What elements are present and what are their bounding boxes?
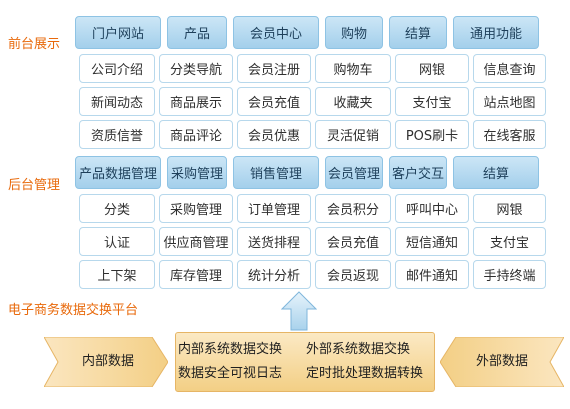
back-cell: 上下架 <box>79 260 155 289</box>
back-cell: 会员充值 <box>315 227 391 256</box>
front-display-label: 前台展示 <box>8 37 61 52</box>
exchange-item: 内部系统数据交换 <box>178 342 283 357</box>
front-cell: 站点地图 <box>473 87 546 116</box>
exchange-item: 定时批处理数据转换 <box>306 366 424 381</box>
back-cell: 分类 <box>79 194 155 223</box>
back-header-settlement: 结算 <box>453 156 539 189</box>
exchange-item: 外部系统数据交换 <box>306 342 411 357</box>
external-data-label: 外部数据 <box>475 354 528 369</box>
external-data-shape <box>440 337 564 387</box>
back-cell: 供应商管理 <box>159 227 233 256</box>
back-cell: 支付宝 <box>473 227 546 256</box>
front-cell: 支付宝 <box>395 87 469 116</box>
back-cell: 采购管理 <box>159 194 233 223</box>
back-cell: 邮件通知 <box>395 260 469 289</box>
back-cell: 订单管理 <box>237 194 311 223</box>
front-cell: 在线客服 <box>473 120 546 149</box>
front-cell: 分类导航 <box>159 54 233 83</box>
back-cell: 会员积分 <box>315 194 391 223</box>
front-cell: 商品评论 <box>159 120 233 149</box>
back-cell: 会员返现 <box>315 260 391 289</box>
front-header-portal: 门户网站 <box>75 16 161 49</box>
exchange-box <box>175 332 435 392</box>
back-cell: 送货排程 <box>237 227 311 256</box>
front-cell: 资质信誉 <box>79 120 155 149</box>
front-cell: 会员注册 <box>237 54 311 83</box>
back-cell: 短信通知 <box>395 227 469 256</box>
back-management-label: 后台管理 <box>8 178 61 193</box>
front-cell: 收藏夹 <box>315 87 391 116</box>
back-cell: 网银 <box>473 194 546 223</box>
front-cell: 网银 <box>395 54 469 83</box>
front-cell: 会员优惠 <box>237 120 311 149</box>
front-header-product: 产品 <box>167 16 227 49</box>
front-header-checkout: 结算 <box>389 16 447 49</box>
back-cell: 呼叫中心 <box>395 194 469 223</box>
front-cell: 购物车 <box>315 54 391 83</box>
back-header-member: 会员管理 <box>325 156 383 189</box>
internal-data-label: 内部数据 <box>81 354 134 369</box>
back-cell: 手持终端 <box>473 260 546 289</box>
back-cell: 认证 <box>79 227 155 256</box>
back-header-purchasing: 采购管理 <box>167 156 227 189</box>
back-header-sales: 销售管理 <box>233 156 319 189</box>
exchange-item: 数据安全可视日志 <box>178 366 283 381</box>
front-cell: 会员充值 <box>237 87 311 116</box>
internal-data-shape <box>44 337 168 387</box>
front-cell: 商品展示 <box>159 87 233 116</box>
front-cell: 信息查询 <box>473 54 546 83</box>
front-cell: 新闻动态 <box>79 87 155 116</box>
back-cell: 统计分析 <box>237 260 311 289</box>
platform-label: 电子商务数据交换平台 <box>8 303 139 318</box>
back-header-customer: 客户交互 <box>389 156 447 189</box>
front-header-member-center: 会员中心 <box>233 16 319 49</box>
up-arrow-icon <box>281 291 317 331</box>
front-header-shopping: 购物 <box>325 16 383 49</box>
back-cell: 库存管理 <box>159 260 233 289</box>
front-cell: 公司介绍 <box>79 54 155 83</box>
back-header-product-data: 产品数据管理 <box>75 156 161 189</box>
front-header-common: 通用功能 <box>453 16 539 49</box>
front-cell: 灵活促销 <box>315 120 391 149</box>
front-cell: POS刷卡 <box>395 120 469 149</box>
